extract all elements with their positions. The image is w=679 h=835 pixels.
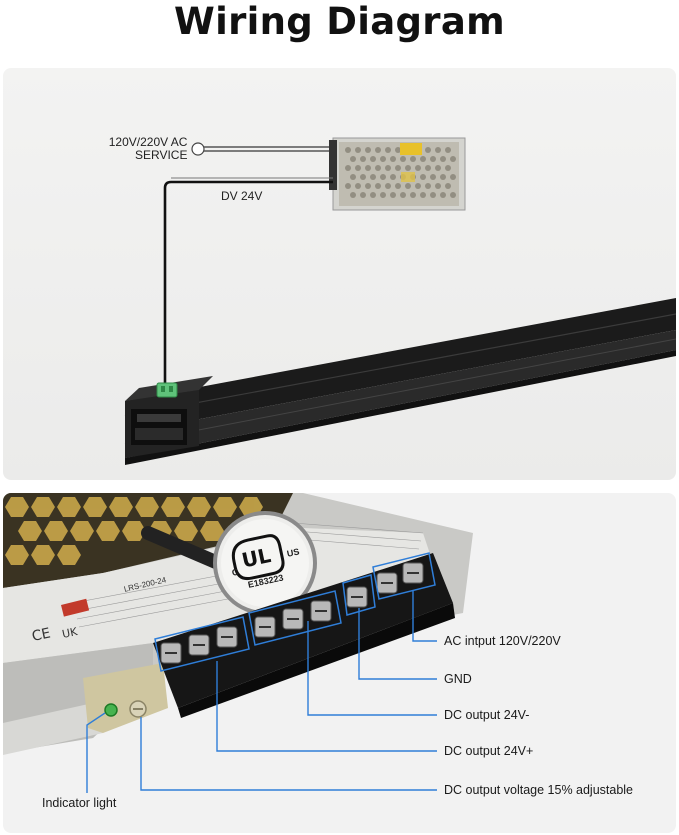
callout-line-dc-plus — [216, 661, 437, 752]
callout-dc-plus: DC output 24V+ — [444, 744, 534, 758]
callout-indicator-light: Indicator light — [42, 796, 117, 810]
callout-line-ac — [412, 591, 437, 642]
ac-service-label: 120V/220V AC SERVICE — [99, 135, 188, 162]
ul-certification-icon: UL — [231, 534, 285, 581]
ac-service-label-line1: 120V/220V AC — [108, 135, 188, 149]
callout-line-voltage-adjust — [140, 717, 437, 791]
callout-gnd: GND — [444, 672, 472, 686]
ac-service-plug-icon — [191, 142, 205, 156]
terminal-closeup-graphic: CE UK UL — [3, 493, 473, 793]
page-title: Wiring Diagram — [174, 0, 505, 43]
ul-left-letter: C — [231, 566, 240, 578]
callout-voltage-adjust: DC output voltage 15% adjustable — [444, 783, 634, 797]
callout-line-dc-minus — [307, 621, 437, 716]
ce-mark-icon: CE — [31, 625, 53, 645]
callout-dc-minus: DC output 24V- — [444, 708, 530, 722]
terminal-closeup-panel: CE UK UL — [3, 493, 676, 833]
power-supply-unit — [329, 137, 466, 211]
magnifier-icon: UL — [141, 511, 317, 615]
terminal-block — [153, 552, 455, 718]
black-led-profile — [124, 298, 676, 465]
group-outline-dc-plus — [154, 616, 250, 672]
callout-line-indicator — [86, 712, 106, 793]
wiring-overview-panel: 120V/220V AC SERVICE DV 24V — [3, 68, 676, 480]
group-outline-ac — [372, 552, 436, 600]
green-connector-icon — [156, 382, 178, 398]
dc-wire — [163, 180, 333, 386]
ac-service-label-line2: SERVICE — [135, 148, 188, 162]
wiring-overview-graphic — [124, 137, 676, 465]
callout-line-gnd — [358, 608, 437, 680]
ukca-mark-icon: UK — [61, 625, 79, 641]
svg-text:UL: UL — [240, 543, 274, 573]
indicator-light-led-icon — [104, 703, 118, 717]
callout-ac-input: AC intput 120V/220V — [444, 634, 561, 648]
meanwell-logo — [61, 598, 90, 617]
group-outline-dc-minus — [248, 590, 342, 646]
dc-voltage-label: DV 24V — [221, 189, 263, 203]
group-outline-gnd — [342, 574, 376, 616]
